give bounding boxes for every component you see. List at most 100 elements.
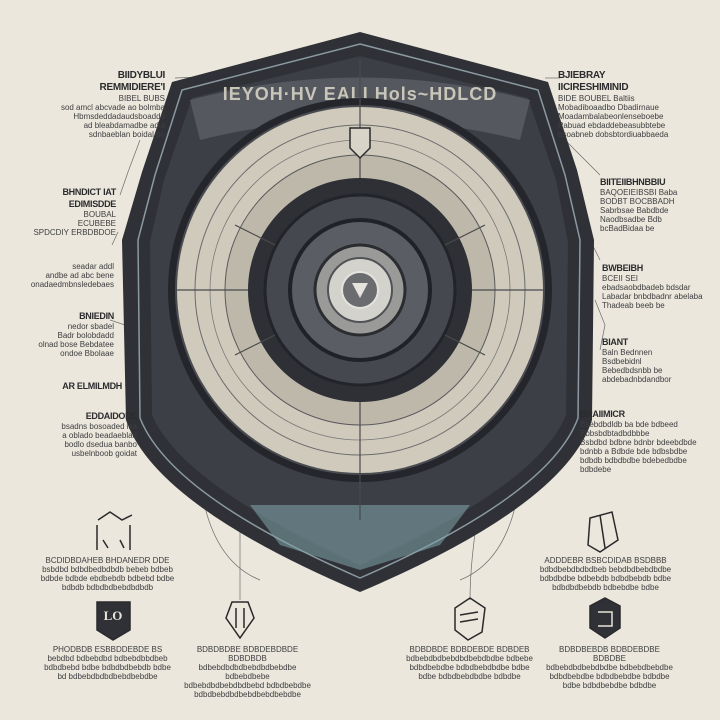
dial-spokes	[176, 60, 544, 520]
label-line: Badr bolobdadd	[57, 331, 115, 340]
label-line: bdbdbebdbe bdbdbebdbe bdbdbe	[549, 672, 670, 681]
label-subtitle: REMMIDIERE'I	[99, 82, 166, 93]
label-bottom-3: PHODBDB ESBBDDEBDE BS bebdbd bdbebdbd bd…	[40, 645, 175, 681]
crest-icon	[589, 597, 621, 639]
label-line: usbelnboob goidat	[71, 449, 137, 458]
label-line: Bsbdbd bdbne bdnbr bdeebdbde	[580, 438, 697, 447]
label-line: Bebedbdsnbb be	[602, 366, 663, 375]
label-title: BNIEDIN	[79, 311, 114, 321]
label-line: olnad bose Bebdatee	[38, 340, 114, 349]
label-line: bdbdbdbebdb bdbebdbe bdbe	[552, 583, 659, 592]
label-title: BHNDICT IAT	[62, 187, 116, 197]
document-shield-icon	[454, 597, 486, 641]
label-line: bsadns bosoaded lsa	[61, 422, 137, 431]
label-line: Bsebdbdldb ba bde bdbeed	[580, 420, 678, 429]
label-subtitle: IICIRESHIMINID	[558, 82, 629, 93]
label-line: BODBT BOCBBADH	[600, 197, 675, 206]
label-line: Mobadiboaadbo Dbadirnaue	[558, 103, 659, 112]
label-title: BWBEIBH	[602, 263, 643, 273]
label-line: bdbebdbdbebdbdbe bdbebdbebdbe	[546, 663, 673, 672]
label-line: bodlo dsedua banbo	[64, 440, 137, 449]
label-line: Thadeab beeb be	[602, 301, 665, 310]
label-line: bdbebdbdbebdbdbebdbdbe bdbebe	[406, 654, 533, 663]
label-line: ebadsaobdbadeb bdsdar	[602, 283, 691, 292]
label-line: bdbdbebdbdbebdbebdbebdbe	[194, 690, 301, 699]
label-line: bd bdbebdbdbdbebdbebdbe	[57, 672, 158, 681]
label-line: SPDCDIY ERBDBDOE	[33, 228, 116, 237]
label-subtitle: EDIMISDDE	[68, 199, 117, 209]
label-line: BAQOEIEIBSBI Baba	[600, 188, 678, 197]
label-line: Labadar bnbdbadnr abelaba	[602, 292, 703, 301]
label-line: abdebadnbdandbor	[602, 375, 672, 384]
label-line: bdbebdbdbebdbdbebd bdbdbebdbe	[184, 681, 311, 690]
label-line: sod amcl abcvade ao bolmba	[60, 103, 165, 112]
label-line: a oblado beadaeblad	[62, 431, 137, 440]
label-line: Hbmsdeddadaudsboaddd	[73, 112, 165, 121]
label-line: Naodbsadbe Bdb	[600, 215, 662, 224]
label-bottom-1: BCDIDBDAHEB BHDANEDR DDE bsbdbd bdbdbedb…	[40, 556, 175, 592]
label-line: bdnbb a Bdbde bde bdbsbdbe	[580, 447, 688, 456]
shield-teal-panel	[250, 505, 470, 570]
label-line: bdbdb bdbdbdbebdbdbdb	[61, 583, 154, 592]
label-line: bdbe bdbdbebdbe bdbdbe	[562, 681, 657, 690]
label-line: bdbebdbdbdbebdbdbebdbe bdbebdbebe	[198, 663, 297, 681]
label-line: bdbdbebdbe bdbdbebdbdbe bdbe	[409, 663, 530, 672]
label-line: BOUBAL	[83, 210, 116, 219]
label-line: ondoe Bbolaae	[60, 349, 114, 358]
label-bottom-6: BDBDBEBDB BDBDEBDBE BDBDBE bdbebdbdbebdb…	[542, 645, 677, 690]
label-line: bdbdb bdbdbdbe bdebedbdbe	[580, 456, 687, 465]
label-line: bsbdbd bdbdbedbdbdb bebeb bdbeb	[42, 565, 173, 574]
label-right-2: BIITEIIBHNBBIU BAQOEIEIBSBI Baba BODBT B…	[600, 176, 718, 233]
lo-badge-icon: LO	[96, 601, 131, 641]
label-right-3: BWBEIBH BCEII SEI ebadsaobdbadeb bdsdar …	[602, 262, 718, 310]
center-emblem-icon	[352, 283, 368, 298]
label-line: bdbdbebd bdbe bdbdbdbebdb bdbe	[44, 663, 171, 672]
label-line: andbe ad abc bene	[45, 271, 114, 280]
label-bottom-2: ADDDEBR BSBCDIDAB BSDBBB bdbdbebdbdbdbeb…	[538, 556, 673, 592]
label-line: bsoabneb dobsbtordiuabbaeda	[558, 130, 669, 139]
label-line: bdbdebe	[580, 465, 612, 474]
label-line: Pabuad ebdaddebeasubbtebe	[558, 121, 666, 130]
label-line: bdbdbebdbdbdbeb bebdbdbebdbdbe	[539, 565, 672, 574]
label-bottom-5: BDBDBDE BDBDEBDE BDBDEB bdbebdbdbebdbdbe…	[402, 645, 537, 681]
label-title: BIITEIIBHNBBIU	[600, 177, 666, 187]
label-line: BCDIDBDAHEB BHDANEDR DDE	[45, 556, 170, 565]
label-line: BIDE BOUBEL Baltiis	[558, 94, 635, 103]
label-line: ADDDEBR BSBCDIDAB BSDBBB	[544, 556, 667, 565]
label-left-6: EDDAIDODE bsadns bosoaded lsa a oblado b…	[2, 410, 137, 458]
label-line: Baln Bednnen	[602, 348, 653, 357]
label-right-1: BJIEBRAY IICIRESHIMINID BIDE BOUBEL Balt…	[558, 70, 718, 139]
gate-icon	[96, 511, 133, 550]
label-line: bdbe bdbdbebdbdbe bdbdbe	[418, 672, 521, 681]
shield-rim-highlight	[137, 43, 581, 579]
label-title: AR ELMILMDH	[62, 381, 122, 391]
label-line: seadar addl	[72, 262, 114, 271]
label-line: Bsdbebidnl	[602, 357, 642, 366]
label-title: BJIEBRAY	[558, 70, 606, 81]
label-left-4: BNIEDIN nedor sbadel Badr bolobdadd olna…	[2, 310, 114, 358]
label-line: BDBDBEBDB BDBDEBDBE BDBDBE	[559, 645, 660, 663]
label-right-5: BRAIIMICR Bsebdbdldb ba bde bdbeed Bbbsb…	[580, 408, 718, 474]
label-line: onadaedmbnsledebaes	[30, 280, 114, 289]
barrel-icon	[225, 601, 255, 640]
label-line: BDBDBDBE BDBDEBDBDE BDBDBDB	[196, 645, 299, 663]
label-left-1: BIIDYBLUI REMMIDIERE'I BIBEL BUBS sod am…	[25, 70, 165, 139]
label-left-2: BHNDICT IAT EDIMISDDE BOUBAL ECUBEBE SPD…	[2, 186, 116, 237]
label-title: EDDAIDODE	[85, 411, 138, 421]
label-line: ECUBEBE	[77, 219, 116, 228]
label-line: Sabrbsae Babdbde	[600, 206, 669, 215]
label-right-4: BIANT Baln Bednnen Bsdbebidnl Bebedbdsnb…	[602, 336, 718, 384]
folder-box-icon	[587, 511, 619, 553]
label-title: BIANT	[602, 337, 628, 347]
label-line: ad bleabdamadbe adul	[83, 121, 165, 130]
label-line: nedor sbadel	[67, 322, 114, 331]
label-line: bdbdbdbe bdbebdb bdbdbebdb bdbe	[539, 574, 672, 583]
label-line: BIBEL BUBS	[118, 94, 165, 103]
label-line: Moadambalabeonlenseboebe	[558, 112, 664, 121]
label-line: sdnbaeblan boidal bo	[88, 130, 165, 139]
label-line: Bbbsbdbtadbdbbbe	[580, 429, 650, 438]
label-line: bebdbd bdbebdbd bdbebdbbdbeb	[47, 654, 168, 663]
label-line: bcBadBidaa be	[600, 224, 655, 233]
label-title: BIIDYBLUI	[117, 70, 166, 81]
